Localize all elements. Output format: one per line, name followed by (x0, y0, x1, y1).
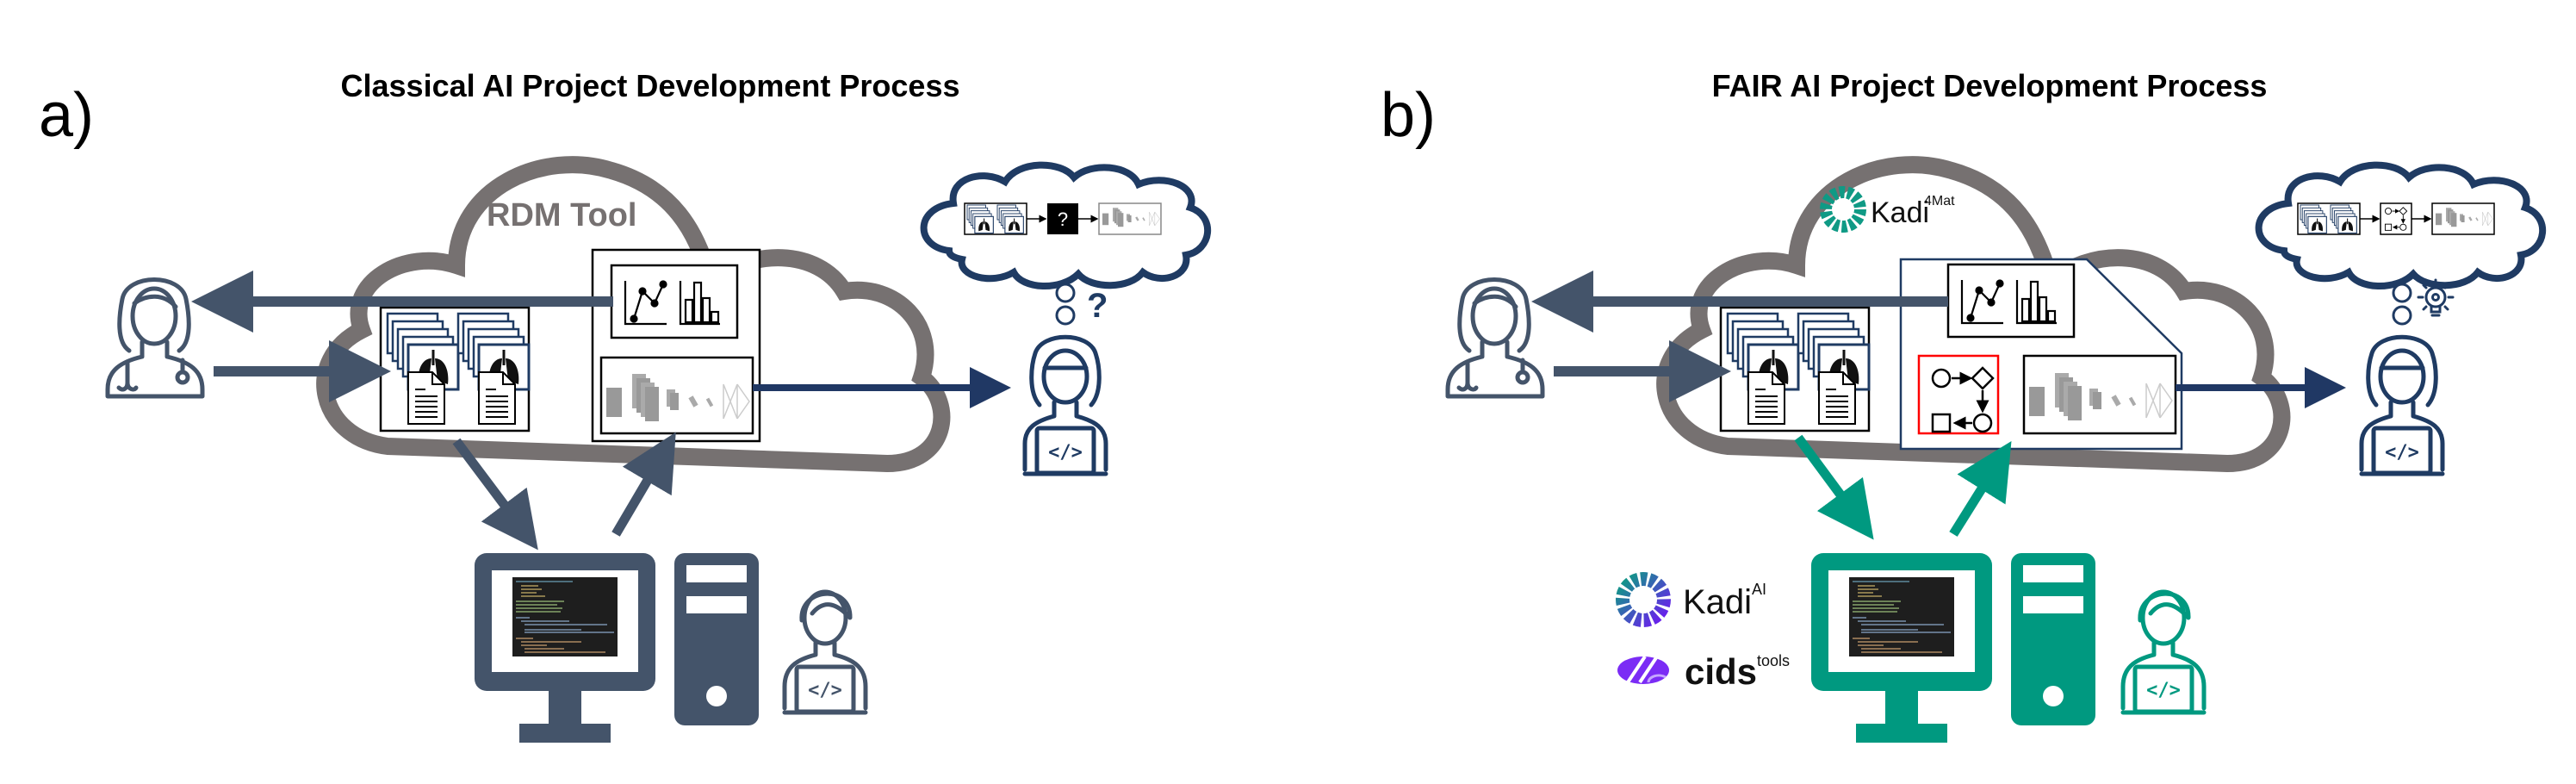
kadi-ring-icon (1820, 186, 1866, 233)
code-icon: </> (1048, 442, 1083, 464)
results-box (1899, 258, 2183, 451)
kadi-ai-ring-icon (1616, 572, 1671, 627)
local-computer (475, 553, 759, 743)
local-developer-icon: </> (785, 592, 866, 712)
arrow-computer-to-results (1949, 441, 2012, 537)
arrow-computer-to-results (611, 432, 676, 537)
thought-bubble (1055, 305, 1076, 326)
kadi4mat-name: Kadi (1871, 196, 1929, 229)
ml-developer-icon: </> (1025, 337, 1106, 474)
local-developer-icon: </> (2123, 592, 2204, 712)
panel-a-title: Classical AI Project Development Process (341, 68, 960, 103)
panel-b: b) FAIR AI Project Development Process K… (1381, 68, 2542, 743)
clinician-icon (108, 280, 202, 397)
kadi-ai-logo: Kadi AI (1616, 572, 1766, 627)
thought-bubble (2392, 305, 2412, 326)
code-icon: </> (808, 680, 842, 701)
cids-superscript: tools (1757, 652, 1790, 669)
panel-b-title: FAIR AI Project Development Process (1712, 68, 2268, 103)
document-icon (407, 371, 445, 425)
cids-name: cids (1685, 651, 1757, 692)
workflow-process-box (2380, 202, 2412, 235)
code-icon: </> (2146, 680, 2181, 701)
document-icon (1747, 371, 1785, 425)
question-mark-icon: ? (1087, 287, 1108, 325)
rdm-tool-label: RDM Tool (487, 197, 636, 233)
kadi4mat-logo: Kadi 4Mat (1820, 186, 1955, 233)
thought-pipeline (2297, 202, 2495, 235)
unknown-process-box (1047, 203, 1078, 234)
code-editor-screen (1848, 576, 1955, 657)
code-icon: </> (2385, 442, 2419, 464)
kadi-ai-superscript: AI (1752, 581, 1766, 598)
results-box (591, 248, 761, 443)
local-computer (1811, 553, 2095, 743)
kadi4mat-superscript: 4Mat (1924, 194, 1955, 208)
panel-a-label: a) (39, 81, 94, 150)
thought-bubble (2392, 283, 2412, 303)
cids-tools-logo: cids tools (1617, 651, 1790, 692)
lightbulb-icon (2417, 278, 2455, 317)
data-box (379, 306, 531, 432)
document-icon (1818, 371, 1856, 425)
clinician-icon (1448, 280, 1542, 397)
kadi-ai-name: Kadi (1683, 583, 1752, 621)
arrow-data-to-computer (452, 438, 538, 551)
arrow-data-to-computer (1794, 434, 1874, 540)
panel-a: a) Classical AI Project Development Proc… (39, 68, 1207, 743)
workflow-box (1917, 354, 2000, 435)
data-box (1719, 306, 1871, 432)
ml-developer-icon: </> (2362, 337, 2443, 474)
panel-b-label: b) (1381, 81, 1436, 150)
cids-icon (1617, 655, 1669, 684)
unknown-process-mark: ? (1058, 208, 1068, 230)
thought-pipeline: ? (964, 202, 1162, 235)
document-icon (478, 371, 516, 425)
thought-bubble (1055, 283, 1076, 303)
code-editor-screen (512, 576, 618, 657)
